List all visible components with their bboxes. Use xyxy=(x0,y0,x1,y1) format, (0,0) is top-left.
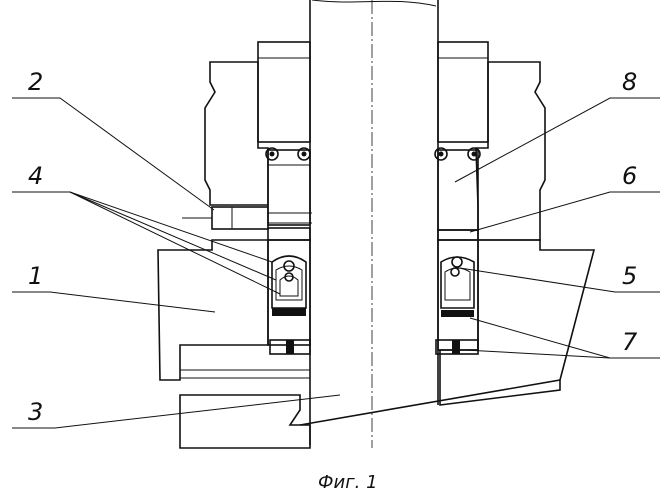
gland-nut-left xyxy=(257,41,311,143)
label-3: 3 xyxy=(28,398,43,426)
label-4: 4 xyxy=(28,162,43,190)
label-5: 5 xyxy=(622,262,637,290)
sleeve-left xyxy=(267,149,311,226)
bottom-rings xyxy=(269,339,479,355)
sleeve-right xyxy=(437,149,479,231)
base-body-right xyxy=(299,239,596,426)
figure-caption: Фиг. 1 xyxy=(318,472,378,493)
seal-cavity-right xyxy=(437,239,479,351)
ring xyxy=(267,227,479,241)
pin xyxy=(182,206,312,230)
label-2: 2 xyxy=(28,68,43,96)
leader-lines xyxy=(12,97,660,429)
label-8: 8 xyxy=(622,68,637,96)
label-7: 7 xyxy=(622,328,638,356)
gland-nut-right xyxy=(437,41,489,143)
seal-cavity-left xyxy=(267,239,311,346)
o-rings xyxy=(265,147,481,161)
label-6: 6 xyxy=(622,162,637,190)
label-1: 1 xyxy=(28,262,43,290)
shaft xyxy=(309,0,439,448)
